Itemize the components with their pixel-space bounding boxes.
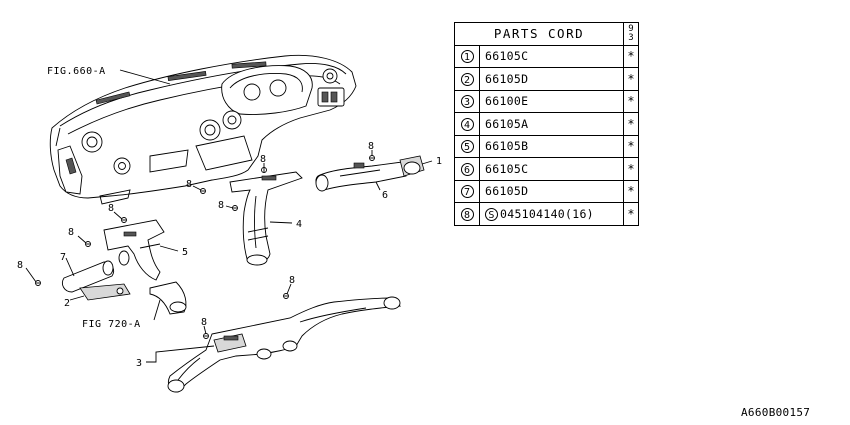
callout-8: 8: [368, 141, 374, 152]
row-number: 6: [460, 162, 474, 176]
duct-part-5-illustration: [103, 219, 187, 315]
table-row: 5 66105B *: [454, 134, 639, 158]
applicability-mark: *: [623, 112, 639, 136]
duct-part-2-illustration: [79, 283, 131, 301]
applicability-mark: *: [623, 44, 639, 68]
callout-8: 8: [108, 203, 114, 214]
year-top: 9: [628, 23, 634, 34]
row-number: 1: [460, 50, 474, 64]
part-code: 045104140(16): [500, 206, 594, 221]
callout-6: 6: [382, 190, 388, 201]
callout-8: 8: [17, 260, 23, 271]
leader-lines: [25, 69, 433, 363]
table-row: 2 66105D *: [454, 67, 639, 91]
applicability-mark: *: [623, 89, 639, 113]
duct-part-4-illustration: [229, 171, 303, 266]
row-number: 7: [460, 185, 474, 199]
callout-7: 7: [60, 252, 66, 263]
part-code: 66105C: [479, 157, 624, 181]
row-number: 3: [460, 95, 474, 109]
applicability-mark: *: [623, 67, 639, 91]
callout-8: 8: [218, 200, 224, 211]
callout-8: 8: [186, 179, 192, 190]
row-number: 5: [460, 140, 474, 154]
part-code: 66105B: [479, 134, 624, 158]
callout-2: 2: [64, 298, 70, 309]
part-code: 66105C: [479, 44, 624, 68]
callout-5: 5: [182, 247, 188, 258]
callout-8: 8: [68, 227, 74, 238]
duct-part-6-illustration: [315, 155, 425, 192]
standard-part-prefix: S: [485, 207, 498, 221]
table-row: 3 66100E *: [454, 89, 639, 113]
table-row: 7 66105D *: [454, 179, 639, 203]
callout-1: 1: [436, 156, 442, 167]
duct-part-3-illustration: [167, 296, 402, 393]
row-number: 4: [460, 117, 474, 131]
table-row: 4 66105A *: [454, 112, 639, 136]
screw-icon: [35, 155, 375, 339]
callout-3: 3: [136, 358, 142, 369]
year-bottom: 3: [628, 32, 634, 43]
callout-8: 8: [260, 154, 266, 165]
table-header-row: PARTS CORD 9 3: [454, 22, 639, 46]
part-code: 66105D: [479, 67, 624, 91]
year-column-header: 9 3: [623, 22, 639, 46]
table-row: 1 66105C *: [454, 44, 639, 68]
applicability-mark: *: [623, 179, 639, 203]
table-row: 6 66105C *: [454, 157, 639, 181]
applicability-mark: *: [623, 134, 639, 158]
applicability-mark: *: [623, 157, 639, 181]
fig-660a-label: FIG.660-A: [47, 66, 106, 77]
table-title: PARTS CORD: [454, 22, 624, 46]
row-number: 2: [460, 72, 474, 86]
part-code: 66100E: [479, 89, 624, 113]
duct-part-7-illustration: [61, 260, 115, 293]
row-number: 8: [460, 207, 474, 221]
callout-4: 4: [296, 219, 302, 230]
diagram-reference-code: A660B00157: [741, 406, 811, 419]
part-code: 66105D: [479, 179, 624, 203]
callout-8: 8: [289, 275, 295, 286]
applicability-mark: *: [623, 202, 639, 226]
callout-8: 8: [201, 317, 207, 328]
part-code: 66105A: [479, 112, 624, 136]
parts-code-table: PARTS CORD 9 3 1 66105C * 2 66105D * 3 6…: [454, 22, 639, 226]
fig-720a-label: FIG 720-A: [82, 319, 141, 330]
instrument-panel-illustration: [49, 54, 357, 205]
